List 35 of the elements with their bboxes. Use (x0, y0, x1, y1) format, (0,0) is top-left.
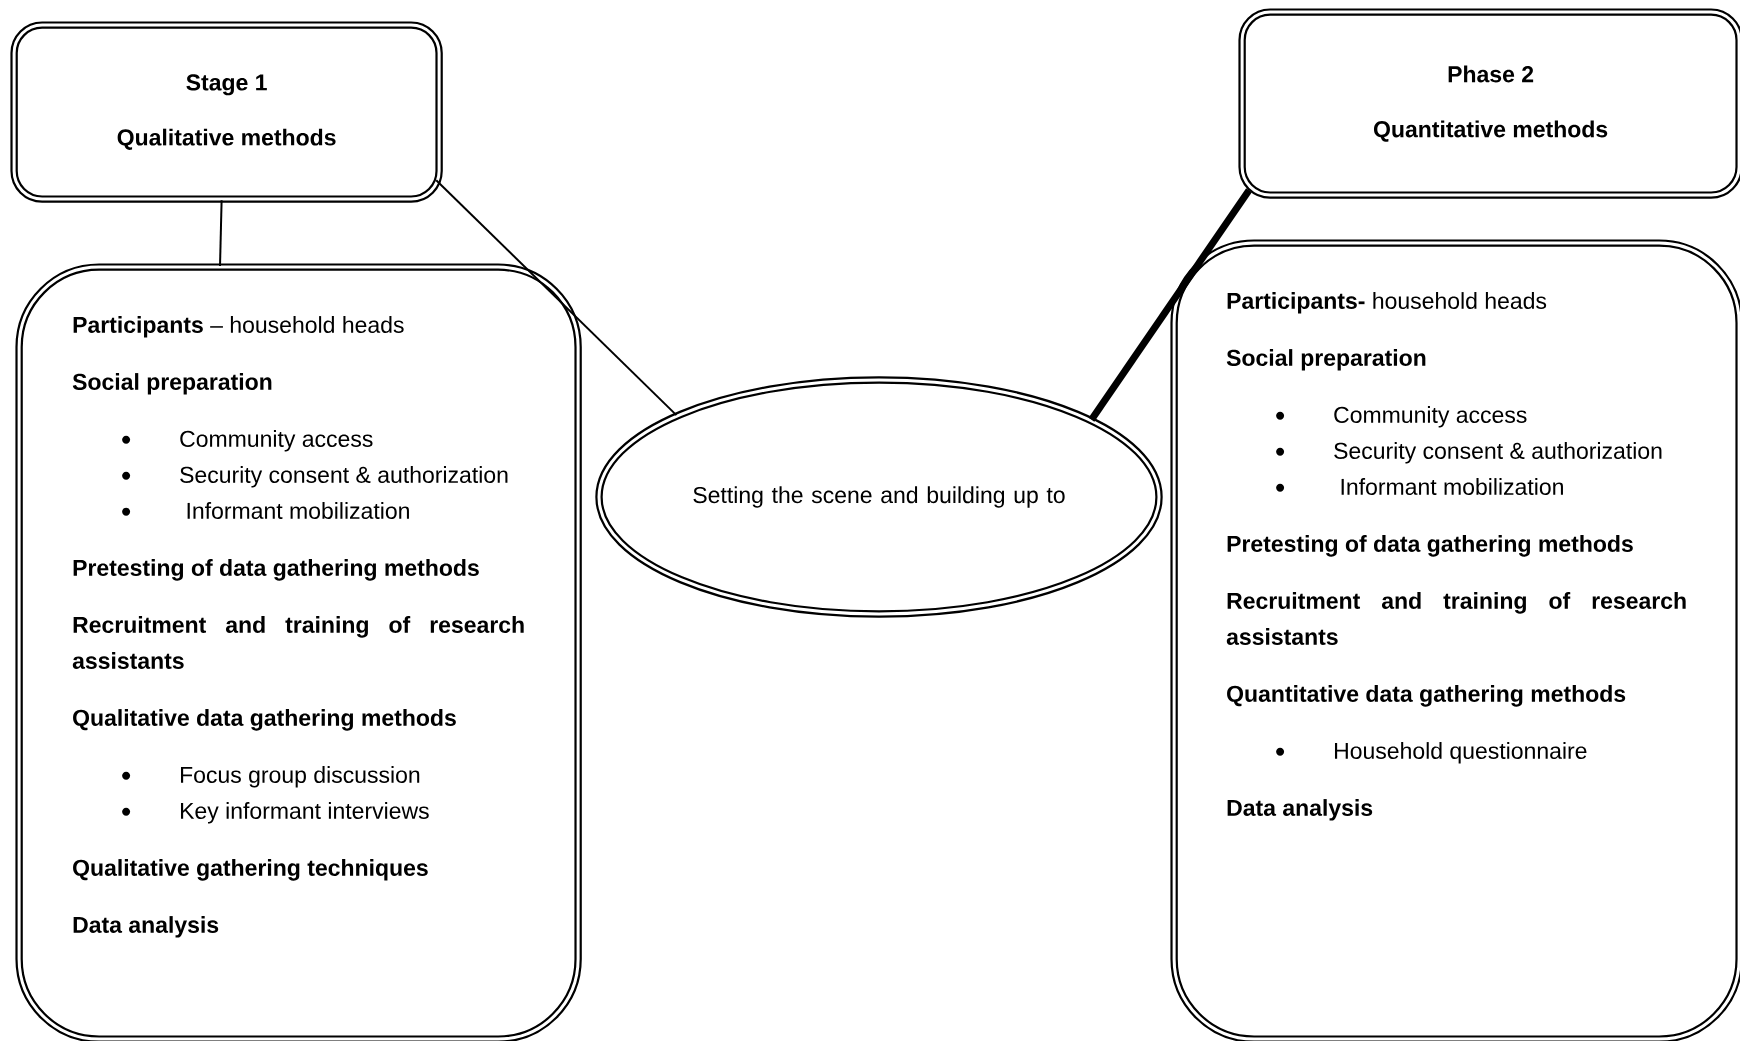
bullet-item: Informant mobilization (122, 502, 409, 519)
heading-text: Qualitative gathering techniques (73, 859, 428, 881)
bullet-item: Focus group discussion (122, 766, 420, 788)
bullet-item: Community access (1276, 406, 1527, 428)
bullet-item: Informant mobilization (1276, 478, 1563, 495)
connector-line (435, 179, 678, 417)
connector-line (219, 199, 223, 267)
title-box (1238, 8, 1740, 199)
body-text: Participants – household heads (73, 316, 404, 338)
ellipse (595, 376, 1163, 618)
heading-text: Qualitative data gathering methods (73, 709, 456, 731)
rounded-box (1170, 239, 1740, 1041)
heading-text: Qualitative methods (117, 128, 336, 150)
heading-text: Data analysis (1227, 799, 1373, 821)
body-text: Setting the scene and building up to (693, 486, 1065, 508)
rounded-box (15, 263, 582, 1041)
heading-text: Data analysis (73, 916, 219, 938)
bullet-item: Household questionnaire (1276, 742, 1587, 764)
heading-text: Quantitative data gathering methods (1227, 685, 1626, 707)
title-box (10, 21, 443, 203)
heading-text: Pretesting of data gathering methods (1227, 535, 1633, 557)
heading-text: Recruitment and training of research assistants (1226, 592, 1686, 645)
bullet-item: Security consent & authorization (1276, 442, 1662, 464)
heading-text: Social preparation (1226, 349, 1426, 371)
heading-text: Quantitative methods (1374, 120, 1608, 142)
heading-text: Phase 2 (1448, 65, 1534, 83)
bullet-item: Community access (122, 430, 373, 452)
heading-text: Recruitment and training of research assistants (72, 616, 524, 669)
heading-text: Pretesting of data gathering methods (73, 559, 479, 581)
heading-text: Stage 1 (186, 74, 267, 96)
connector-line (1088, 188, 1252, 422)
bullet-item: Key informant interviews (122, 802, 429, 824)
body-text: Participants- household heads (1227, 292, 1547, 314)
heading-text: Social preparation (72, 373, 272, 395)
bullet-item: Security consent & authorization (122, 466, 508, 488)
